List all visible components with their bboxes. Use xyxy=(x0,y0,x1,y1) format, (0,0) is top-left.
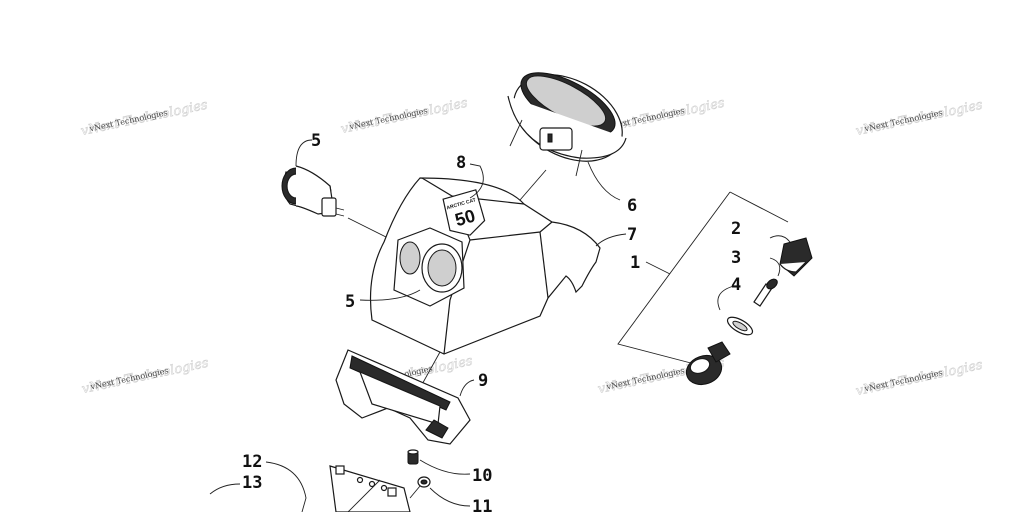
leader-7 xyxy=(595,233,627,247)
part-6-gauge xyxy=(507,72,627,177)
part-10-grommet xyxy=(407,449,419,465)
leader-11 xyxy=(429,487,471,507)
callout-6: 6 xyxy=(627,196,637,216)
part-5-power-socket xyxy=(281,165,345,217)
watermark-8: vNext Technologies vNext Technologies xyxy=(854,357,984,399)
leader-3 xyxy=(769,257,781,277)
callout-2: 2 xyxy=(731,219,741,239)
leader-4 xyxy=(717,285,735,311)
leader-2 xyxy=(769,235,791,243)
part-2-switch-cap xyxy=(779,237,813,277)
watermark-1: vNext Technologies vNext Technologies xyxy=(79,97,209,139)
callout-9: 9 xyxy=(478,371,488,391)
leader-1-bracket xyxy=(617,191,789,369)
callout-11: 11 xyxy=(472,497,492,512)
callout-10: 10 xyxy=(472,466,492,486)
leader-axis-lower xyxy=(419,351,441,389)
callout-5-top: 5 xyxy=(311,131,321,151)
leader-12 xyxy=(265,461,307,512)
callout-8: 8 xyxy=(456,153,466,173)
leader-5-top-axis xyxy=(347,217,389,239)
callout-7: 7 xyxy=(627,225,637,245)
part-3-key xyxy=(753,278,778,307)
leader-axis-plate xyxy=(347,479,381,512)
watermark-4: vNext Technologies vNext Technologies xyxy=(854,97,984,139)
callout-12: 12 xyxy=(242,452,262,472)
watermark-2: vNext Technologies vNext Technologies xyxy=(339,95,469,137)
leader-6-axis xyxy=(519,169,547,201)
callout-1: 1 xyxy=(630,253,640,273)
leader-10 xyxy=(419,459,471,475)
callout-5-bottom: 5 xyxy=(345,292,355,312)
callout-13: 13 xyxy=(242,473,262,493)
part-4-nut xyxy=(726,316,754,336)
leader-5-top xyxy=(295,139,313,167)
leader-9 xyxy=(459,379,475,397)
callout-4: 4 xyxy=(731,275,741,295)
watermark-5: vNext Technologies vNext Technologies xyxy=(80,355,210,397)
part-8-decal: ARCTIC CAT 50 xyxy=(442,189,486,236)
part-ignition-body xyxy=(685,341,731,386)
part-7-dash-housing xyxy=(369,177,601,355)
part-9-mounting-bracket xyxy=(335,349,471,445)
leader-8 xyxy=(469,163,484,199)
part-mounting-plate xyxy=(329,465,411,512)
callout-labels: 5 8 6 7 2 3 1 4 5 9 12 13 10 11 xyxy=(242,131,741,512)
leader-1 xyxy=(645,261,671,275)
leader-5-bottom xyxy=(359,289,421,301)
part-11-screw xyxy=(409,476,431,499)
leader-6 xyxy=(587,161,621,201)
callout-3: 3 xyxy=(731,248,741,268)
leader-13 xyxy=(209,483,241,495)
